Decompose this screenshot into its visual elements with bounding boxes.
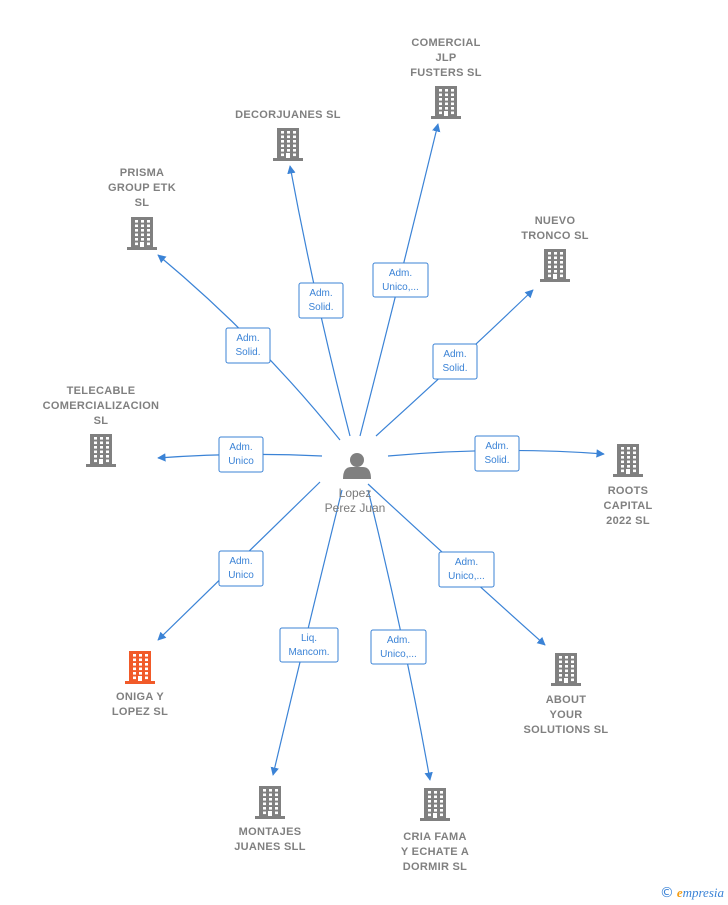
roles-layer: Adm. Unico,... Adm. Solid. Adm. Solid. Adm. Sol… (218, 262, 520, 665)
company-label: TRONCO SL (521, 230, 588, 242)
building-icon (540, 249, 570, 282)
nodes-layer: COMERCIAL JLP FUSTERS SL DECORJUANES SL PRIS… (43, 37, 653, 873)
company-label: TELECABLE (67, 385, 136, 397)
company-label: ABOUT (546, 694, 587, 706)
role-text: Adm. (229, 556, 252, 567)
company-node-decorjuanes[interactable]: DECORJUANES SL (235, 109, 341, 161)
role-text: Unico (228, 570, 254, 581)
company-label: NUEVO (535, 215, 576, 227)
brand-initial: e (676, 885, 683, 900)
role-badge-telecable[interactable]: Adm. Unico (218, 436, 264, 473)
role-text: Mancom. (288, 647, 329, 658)
role-text: Adm. (455, 557, 478, 568)
role-text: Unico (228, 456, 254, 467)
building-icon (255, 786, 285, 819)
role-text: Solid. (308, 302, 333, 313)
role-text: Adm. (485, 441, 508, 452)
company-label: ROOTS (608, 485, 649, 497)
company-node-telecable[interactable]: TELECABLE COMERCIALIZACION SL (43, 385, 160, 467)
company-label: COMERCIALIZACION (43, 400, 160, 412)
person-icon (343, 453, 371, 479)
building-icon (127, 217, 157, 250)
building-icon (420, 788, 450, 821)
building-icon (86, 434, 116, 467)
brand-logo: ©empresia (660, 885, 724, 901)
role-badge-prisma[interactable]: Adm. Solid. (225, 327, 271, 364)
role-text: Unico,... (380, 649, 417, 660)
company-label: DORMIR SL (403, 861, 467, 873)
role-badge-oniga[interactable]: Adm. Unico (218, 550, 264, 587)
role-text: Adm. (229, 442, 252, 453)
role-badge-about[interactable]: Adm. Unico,... (438, 551, 495, 588)
role-badge-montajes[interactable]: Liq. Mancom. (279, 627, 339, 663)
person-name-line1: Lopez (339, 486, 372, 500)
brand-rest: mpresia (682, 885, 724, 900)
company-label: DECORJUANES SL (235, 109, 341, 121)
role-badge-decorjuanes[interactable]: Adm. Solid. (298, 282, 344, 319)
company-node-oniga[interactable]: ONIGA Y LOPEZ SL (112, 651, 168, 718)
company-label: ONIGA Y (116, 691, 164, 703)
role-badge-comercial[interactable]: Adm. Unico,... (372, 262, 429, 298)
company-node-roots[interactable]: ROOTS CAPITAL 2022 SL (604, 444, 653, 527)
role-text: Adm. (309, 288, 332, 299)
role-badge-cria[interactable]: Adm. Unico,... (370, 629, 427, 665)
company-node-montajes[interactable]: MONTAJES JUANES SLL (234, 786, 305, 853)
company-label: COMERCIAL (411, 37, 480, 49)
company-node-cria[interactable]: CRIA FAMA Y ECHATE A DORMIR SL (401, 788, 469, 873)
company-node-about[interactable]: ABOUT YOUR SOLUTIONS SL (524, 653, 609, 736)
role-text: Adm. (443, 349, 466, 360)
role-text: Adm. (236, 333, 259, 344)
company-label: JLP (435, 52, 456, 64)
role-text: Liq. (301, 633, 317, 644)
role-text: Solid. (484, 455, 509, 466)
building-icon (125, 651, 155, 684)
role-text: Unico,... (448, 571, 485, 582)
company-label: CAPITAL (604, 500, 653, 512)
company-node-prisma[interactable]: PRISMA GROUP ETK SL (108, 167, 176, 250)
company-label: PRISMA (120, 167, 165, 179)
building-icon (273, 128, 303, 161)
company-node-comercial[interactable]: COMERCIAL JLP FUSTERS SL (410, 37, 481, 119)
person-name-line2: Perez Juan (325, 501, 386, 515)
role-text: Solid. (442, 363, 467, 374)
role-badge-nuevo[interactable]: Adm. Solid. (432, 343, 478, 380)
company-label: SL (94, 415, 109, 427)
company-label: SL (135, 197, 150, 209)
role-text: Adm. (389, 268, 412, 279)
company-label: Y ECHATE A (401, 846, 469, 858)
company-label: FUSTERS SL (410, 67, 481, 79)
building-icon (551, 653, 581, 686)
company-label: JUANES SLL (234, 841, 305, 853)
role-badge-roots[interactable]: Adm. Solid. (474, 435, 520, 472)
company-label: YOUR (550, 709, 583, 721)
center-person[interactable]: Lopez Perez Juan (325, 453, 386, 515)
role-text: Unico,... (382, 282, 419, 293)
company-label: LOPEZ SL (112, 706, 168, 718)
company-label: GROUP ETK (108, 182, 176, 194)
company-label: CRIA FAMA (403, 831, 466, 843)
company-node-nuevo[interactable]: NUEVO TRONCO SL (521, 215, 588, 282)
role-text: Solid. (235, 347, 260, 358)
role-text: Adm. (387, 635, 410, 646)
building-icon (431, 86, 461, 119)
company-label: 2022 SL (606, 515, 650, 527)
company-label: MONTAJES (239, 826, 302, 838)
copyright-icon: © (659, 885, 674, 901)
company-label: SOLUTIONS SL (524, 724, 609, 736)
building-icon (613, 444, 643, 477)
